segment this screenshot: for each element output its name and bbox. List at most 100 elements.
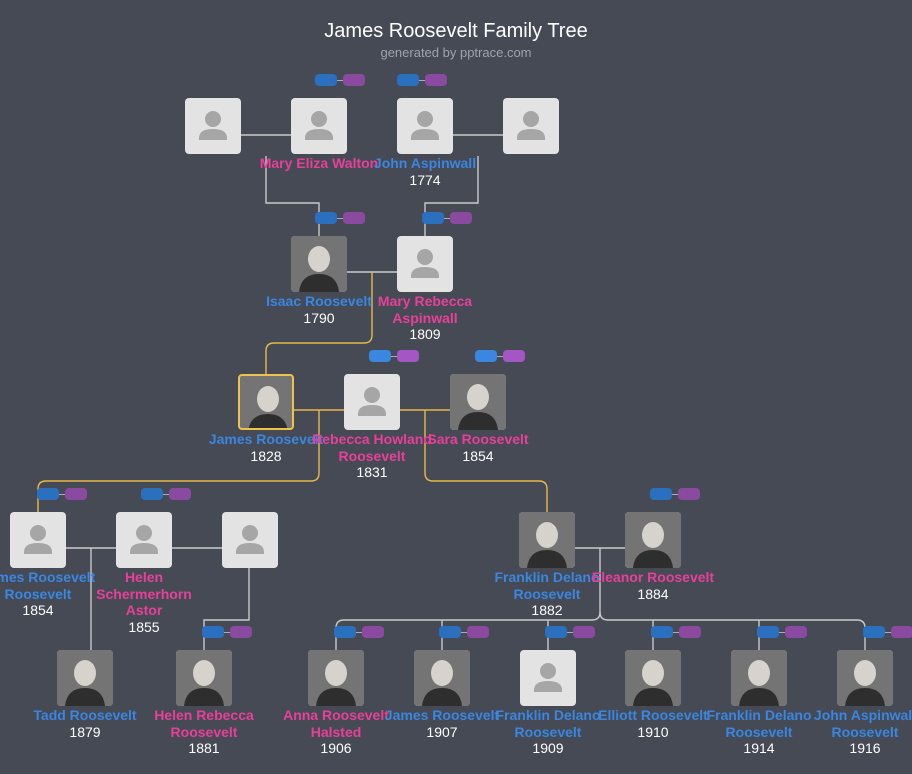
expand-partners-button[interactable]: [503, 350, 525, 362]
expand-partners-button[interactable]: [65, 488, 87, 500]
person-photo[interactable]: [291, 236, 347, 292]
person-name[interactable]: Eleanor Roosevelt: [591, 569, 715, 585]
expand-parents-button[interactable]: [439, 626, 461, 638]
expand-partners-button[interactable]: [343, 74, 365, 86]
expand-parents-button[interactable]: [141, 488, 163, 500]
expand-parents-button[interactable]: [202, 626, 224, 638]
expand-parents-button[interactable]: [37, 488, 59, 500]
expand-parents-button[interactable]: [651, 626, 673, 638]
expand-parents-button[interactable]: [863, 626, 885, 638]
person-card[interactable]: [503, 98, 559, 154]
pill-connector: [356, 632, 362, 633]
person-name[interactable]: Franklin Delano Roosevelt: [494, 569, 600, 602]
expand-parents-button[interactable]: [315, 74, 337, 86]
expand-partners-button[interactable]: [785, 626, 807, 638]
person-name[interactable]: Franklin Delano Roosevelt: [706, 707, 812, 740]
expand-parents-button[interactable]: [545, 626, 567, 638]
person-placeholder-icon[interactable]: [291, 98, 347, 154]
expand-partners-button[interactable]: [678, 488, 700, 500]
person-placeholder-icon[interactable]: [10, 512, 66, 568]
pill-connector: [673, 632, 679, 633]
person-name[interactable]: Elliott Roosevelt: [598, 707, 708, 723]
person-name[interactable]: Mary Eliza Walton: [259, 155, 379, 171]
person-card[interactable]: [185, 98, 241, 154]
person-photo[interactable]: [625, 512, 681, 568]
person-name[interactable]: Sara Roosevelt: [427, 431, 529, 447]
person-placeholder-icon[interactable]: [185, 98, 241, 154]
person-photo[interactable]: [308, 650, 364, 706]
person-photo[interactable]: [414, 650, 470, 706]
person-name[interactable]: Helen Rebecca Roosevelt: [154, 707, 254, 740]
person-placeholder-icon[interactable]: [344, 374, 400, 430]
expand-parents-button[interactable]: [650, 488, 672, 500]
person-name[interactable]: Mary Rebecca Aspinwall: [377, 293, 473, 326]
person-placeholder-icon[interactable]: [503, 98, 559, 154]
person-name[interactable]: Rebecca Howland Roosevelt: [312, 431, 432, 464]
person-photo[interactable]: [625, 650, 681, 706]
person-name[interactable]: James Roosevelt Roosevelt: [0, 569, 96, 602]
expand-parents-button[interactable]: [757, 626, 779, 638]
expand-partners-button[interactable]: [425, 74, 447, 86]
expand-partners-button[interactable]: [679, 626, 701, 638]
expand-partners-button[interactable]: [230, 626, 252, 638]
person-placeholder-icon[interactable]: [397, 98, 453, 154]
person-placeholder-icon[interactable]: [116, 512, 172, 568]
person-placeholder-icon[interactable]: [520, 650, 576, 706]
person-name[interactable]: Tadd Roosevelt: [33, 707, 137, 723]
person-name[interactable]: Isaac Roosevelt: [266, 293, 372, 309]
expand-partners-button[interactable]: [362, 626, 384, 638]
person-photo[interactable]: [731, 650, 787, 706]
person-card[interactable]: Mary Eliza Walton: [260, 98, 378, 171]
pill-connector: [224, 632, 230, 633]
person-placeholder-icon[interactable]: [397, 236, 453, 292]
expand-parents-button[interactable]: [369, 350, 391, 362]
person-name[interactable]: Helen Schermerhorn Astor: [96, 569, 192, 618]
person-name[interactable]: Anna Roosevelt Halsted: [283, 707, 389, 740]
person-photo[interactable]: [238, 374, 294, 430]
expand-parents-button[interactable]: [475, 350, 497, 362]
expand-parents-button[interactable]: [334, 626, 356, 638]
person-name[interactable]: John Aspinwall Roosevelt: [813, 707, 912, 740]
expand-partners-button[interactable]: [573, 626, 595, 638]
person-placeholder-icon[interactable]: [222, 512, 278, 568]
person-name[interactable]: James Roosevelt: [208, 431, 324, 447]
person-card[interactable]: [222, 512, 278, 568]
person-birth-year: 1910: [637, 723, 669, 740]
expand-partners-button[interactable]: [891, 626, 912, 638]
expand-parents-button[interactable]: [315, 212, 337, 224]
person-name[interactable]: John Aspinwall: [373, 155, 477, 171]
expand-partners-button[interactable]: [169, 488, 191, 500]
expand-parents-button[interactable]: [397, 74, 419, 86]
person-name[interactable]: Franklin Delano Roosevelt: [495, 707, 601, 740]
person-photo[interactable]: [450, 374, 506, 430]
expand-partners-button[interactable]: [397, 350, 419, 362]
expand-partners-button[interactable]: [450, 212, 472, 224]
person-photo[interactable]: [837, 650, 893, 706]
person-photo[interactable]: [176, 650, 232, 706]
person-name[interactable]: James Roosevelt: [384, 707, 500, 723]
expand-parents-button[interactable]: [422, 212, 444, 224]
expand-partners-button[interactable]: [343, 212, 365, 224]
expand-partners-button[interactable]: [467, 626, 489, 638]
person-photo[interactable]: [519, 512, 575, 568]
person-photo[interactable]: [57, 650, 113, 706]
